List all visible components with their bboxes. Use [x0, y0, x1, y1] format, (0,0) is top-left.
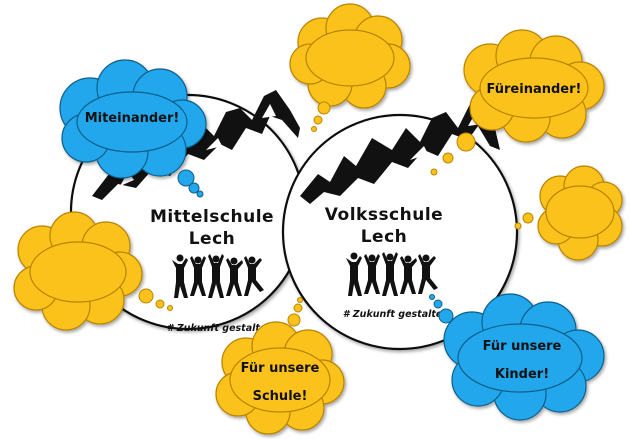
cloud-icon: [215, 321, 345, 435]
cloud-trail-dots: [311, 101, 331, 132]
cloud-top-center: [289, 3, 411, 132]
cloud-trail-dots: [287, 297, 303, 327]
mittelschule-name-line1: Mittelschule: [150, 207, 274, 227]
cloud-unsere-schule: Für unsere Schule!: [215, 297, 345, 435]
cloud-icon: [463, 29, 605, 143]
jumping-people-icon: [172, 254, 264, 298]
cloud-trail-dots: [177, 169, 204, 198]
cloud-right-middle: [514, 165, 623, 261]
jumping-people-icon: [346, 252, 438, 296]
cloud-icon: [59, 59, 207, 179]
volksschule-name-line1: Volksschule: [325, 205, 443, 225]
cloud-unsere-kinder-line2: Kinder!: [495, 367, 549, 382]
cloud-trail-dots: [430, 132, 476, 176]
volksschule-name-line2: Lech: [361, 227, 408, 247]
cloud-icon: [537, 165, 623, 261]
cloud-icon: [443, 293, 605, 421]
cloud-unsere-schule-line2: Schule!: [253, 389, 308, 404]
cloud-miteinander: Miteinander!: [59, 59, 207, 198]
cloud-fureinander-text: Füreinander!: [487, 82, 582, 97]
mittelschule-name-line2: Lech: [189, 229, 236, 249]
cloud-trail-dots: [429, 294, 454, 324]
cloud-fureinander: Füreinander!: [430, 29, 605, 176]
cloud-unsere-kinder: Für unsere Kinder!: [429, 293, 605, 421]
cloud-unsere-kinder-line1: Für unsere: [483, 339, 562, 354]
cloud-trail-dots: [514, 212, 534, 230]
volksschule-tagline: # Zukunft gestalten: [343, 309, 449, 320]
cloud-left-middle: [13, 211, 173, 331]
mittelschule-tagline: # Zukunft gestalten: [167, 323, 273, 334]
cloud-icon: [289, 3, 411, 109]
cloud-unsere-schule-line1: Für unsere: [241, 361, 320, 376]
cloud-trail-dots: [138, 288, 173, 311]
volksschule-logo: Volksschule Lech # Zukunft gestalten: [281, 100, 519, 351]
cloud-icon: [13, 211, 143, 331]
cloud-miteinander-text: Miteinander!: [85, 111, 180, 126]
